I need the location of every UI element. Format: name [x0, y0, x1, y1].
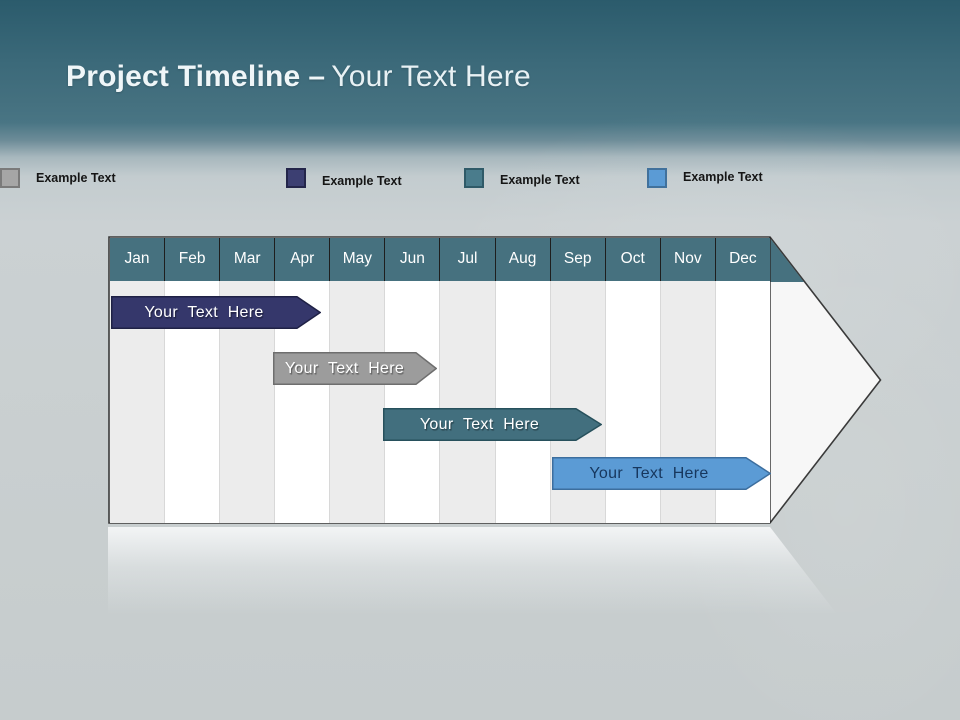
bar-label: Your Text Here [144, 303, 264, 321]
legend-label: Example Text [500, 173, 580, 187]
legend-swatch-blue [647, 168, 667, 188]
month-cell-may: May [330, 237, 386, 281]
legend-item-blue: Example Text [647, 166, 763, 190]
bar-arrow-shape [111, 296, 321, 329]
month-header-row: Jan Feb Mar Apr May Jun Jul Aug Sep Oct … [110, 237, 770, 281]
table-reflection [108, 527, 843, 622]
legend-label: Example Text [683, 170, 763, 184]
month-cell-sep: Sep [550, 237, 606, 281]
legend-swatch-navy [286, 168, 306, 188]
bar-label: Your Text Here [589, 464, 709, 482]
page-title-strong: Project Timeline [66, 60, 301, 93]
month-cell-nov: Nov [660, 237, 716, 281]
legend-label: Example Text [322, 174, 402, 188]
month-cell-feb: Feb [165, 237, 221, 281]
month-cell-aug: Aug [495, 237, 551, 281]
page-title-dash: – [308, 60, 326, 93]
timeline-header-corner [769, 237, 804, 282]
legend-label: Example Text [36, 171, 116, 185]
column-stripe [330, 281, 386, 523]
month-cell-oct: Oct [605, 237, 661, 281]
bar-label: Your Text Here [419, 415, 540, 433]
bar-arrow-shape [552, 457, 771, 490]
month-cell-mar: Mar [220, 237, 276, 281]
page-title: Project Timeline–Your Text Here [66, 60, 531, 94]
month-cell-apr: Apr [275, 237, 331, 281]
month-cell-jul: Jul [440, 237, 496, 281]
legend-swatch-gray [0, 168, 20, 188]
timeline-bar-sep-dec: Your Text Here [552, 457, 771, 490]
legend-item-teal: Example Text [464, 166, 580, 190]
bar-arrow-shape [273, 352, 437, 385]
column-stripe [385, 281, 441, 523]
bar-arrow-shape [383, 408, 602, 441]
timeline-bar-jun-sep: Your Text Here [383, 408, 602, 441]
column-stripe [440, 281, 496, 523]
legend-item-navy: Example Text [286, 166, 402, 190]
column-stripe [495, 281, 551, 523]
month-cell-dec: Dec [715, 237, 770, 281]
legend-item-gray: Example Text [0, 166, 116, 190]
month-cell-jan: Jan [110, 237, 166, 281]
legend-swatch-teal [464, 168, 484, 188]
month-cell-jun: Jun [385, 237, 441, 281]
timeline-bar-apr-jun: Your Text Here [273, 352, 437, 385]
timeline-chart: Jan Feb Mar Apr May Jun Jul Aug Sep Oct … [108, 236, 883, 524]
bar-label: Your Text Here [284, 359, 405, 377]
page-title-light: Your Text Here [331, 60, 531, 93]
timeline-bar-jan-mar: Your Text Here [111, 296, 321, 329]
